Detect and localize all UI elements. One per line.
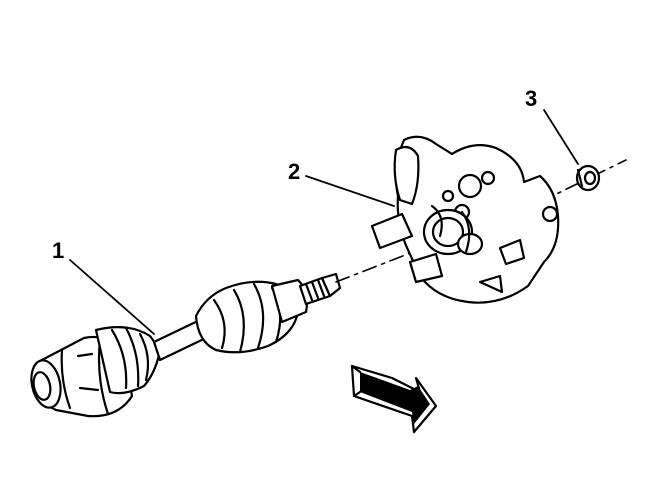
- axle-nut: [575, 164, 601, 192]
- callout-label-1: 1: [52, 238, 65, 263]
- leader-line-2: [305, 175, 395, 207]
- callout-label-2: 2: [288, 159, 301, 184]
- callout-label-3: 3: [525, 86, 538, 111]
- leader-line-3: [543, 109, 579, 165]
- direction-arrow-icon: [350, 364, 438, 434]
- knuckle-hub-assembly: [370, 135, 560, 304]
- leader-line-1: [69, 259, 155, 335]
- inner-boot: [94, 325, 162, 395]
- splined-stub: [298, 272, 342, 306]
- drive-axle-assembly: [30, 272, 342, 418]
